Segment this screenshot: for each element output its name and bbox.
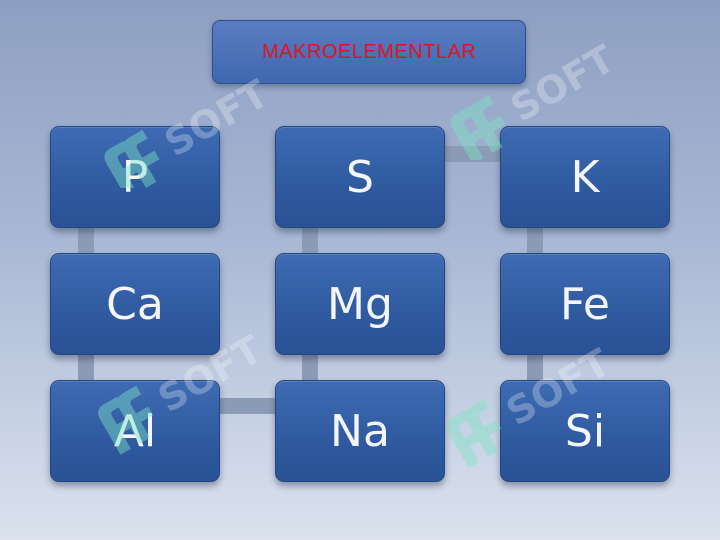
element-box-na: Na	[275, 380, 445, 482]
element-label: Ca	[106, 278, 164, 330]
element-label: Al	[113, 405, 157, 457]
element-box-p: P	[50, 126, 220, 228]
element-label: P	[121, 151, 149, 203]
connector-s-k	[443, 146, 501, 162]
connector-mg-s	[302, 226, 318, 256]
element-label: S	[346, 151, 374, 203]
element-box-mg: Mg	[275, 253, 445, 355]
element-box-fe: Fe	[500, 253, 670, 355]
element-label: Fe	[560, 278, 610, 330]
element-box-ca: Ca	[50, 253, 220, 355]
title-box: MAKROELEMENTLAR	[212, 20, 526, 84]
connector-fe-si	[527, 353, 543, 383]
element-label: Mg	[327, 278, 393, 330]
element-box-s: S	[275, 126, 445, 228]
element-label: K	[570, 151, 600, 203]
element-label: Na	[330, 405, 390, 457]
element-label: Si	[564, 405, 606, 457]
element-box-si: Si	[500, 380, 670, 482]
element-box-al: Al	[50, 380, 220, 482]
connector-p-ca	[78, 226, 94, 256]
connector-ca-al	[78, 353, 94, 383]
connector-al-na	[218, 398, 276, 414]
element-box-k: K	[500, 126, 670, 228]
connector-na-mg	[302, 353, 318, 383]
connector-k-fe	[527, 226, 543, 256]
diagram-title: MAKROELEMENTLAR	[261, 40, 477, 63]
